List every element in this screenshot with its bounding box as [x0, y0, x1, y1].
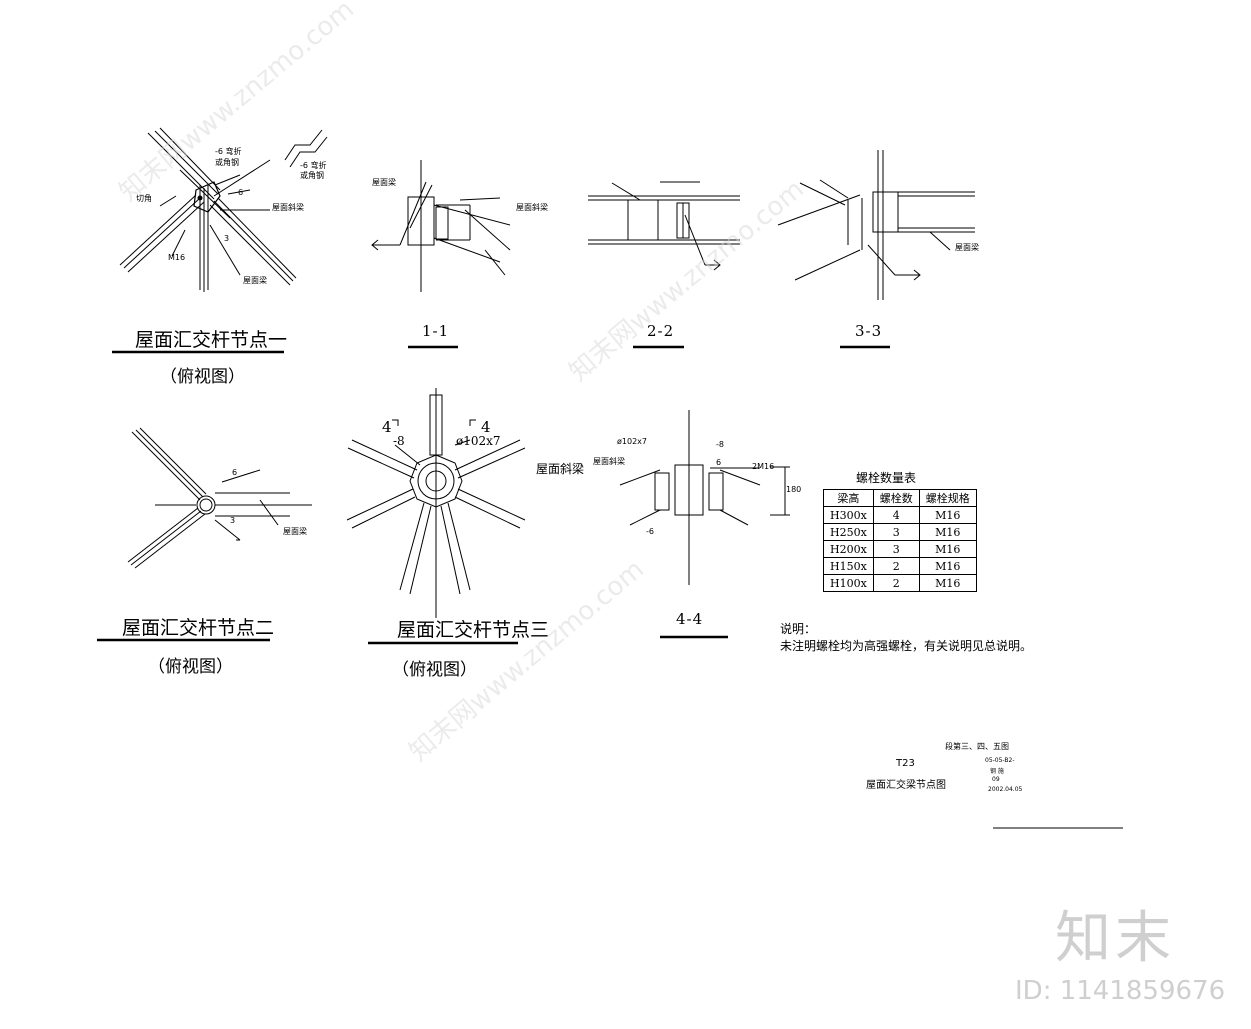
node1-three-label: 3 — [224, 234, 230, 243]
node1-cut-label: 切角 — [136, 194, 152, 203]
section-3-3-title: 3-3 — [855, 322, 883, 340]
section-1-1 — [371, 160, 511, 292]
bolt-table-title: 螺栓数量表 — [856, 471, 917, 485]
node2-three-label: 3 — [230, 516, 236, 525]
node2-six-label: 6 — [232, 468, 238, 477]
table-cell: M16 — [918, 506, 977, 524]
table-cell: M16 — [918, 523, 977, 541]
s44-pipe-label: ø102x7 — [617, 437, 647, 446]
table-cell: 2 — [872, 557, 920, 575]
node1-subtitle: （俯视图） — [160, 367, 245, 387]
title-underlines — [97, 345, 890, 645]
s11-slope-beam-label: 屋面斜梁 — [516, 203, 548, 212]
title-block-small3: 09 — [992, 776, 1000, 783]
s44-six-label: 6 — [716, 458, 722, 467]
table-cell: 4 — [872, 506, 920, 524]
section-3-3 — [777, 150, 975, 300]
node3-slope-beam-label: 屋面斜梁 — [536, 462, 585, 476]
node1-title: 屋面汇交杆节点一 — [135, 329, 288, 351]
table-cell: H200x — [823, 540, 874, 558]
node3-plan-view — [346, 388, 526, 618]
table-cell: 2 — [872, 574, 920, 592]
s44-plate-bottom-label: -6 — [646, 527, 654, 536]
s44-slope-beam-label: 屋面斜梁 — [593, 457, 625, 466]
s33-beam-label: 屋面梁 — [955, 243, 979, 252]
watermark-logo: 知末 — [1055, 906, 1175, 971]
bolt-table-header: 螺栓规格 — [918, 489, 977, 507]
section-4-4-title: 4-4 — [676, 610, 704, 628]
node3-title: 屋面汇交杆节点三 — [397, 619, 550, 641]
node3-plate-label: -8 — [393, 434, 405, 448]
node1-six-label: 6 — [238, 188, 244, 197]
table-cell: 3 — [872, 540, 920, 558]
node1-m16-label: M16 — [168, 253, 186, 262]
node1-plan-view — [119, 127, 328, 292]
title-block-ref: 段第三、四、五图 — [945, 742, 1009, 751]
title-block-date: 2002.04.05 — [988, 786, 1023, 793]
notes-heading: 说明： — [780, 622, 817, 636]
section-2-2 — [588, 181, 740, 271]
notes-text: 未注明螺栓均为高强螺栓，有关说明见总说明。 — [780, 639, 1033, 653]
node2-subtitle: （俯视图） — [148, 657, 233, 677]
title-block-name: 屋面汇交梁节点图 — [866, 780, 946, 791]
node1-slope-beam-label: 屋面斜梁 — [272, 203, 304, 212]
node1-inset-angle: 或角钢 — [300, 171, 324, 180]
table-cell: M16 — [918, 557, 977, 575]
section-1-1-title: 1-1 — [422, 322, 450, 340]
bolt-table-header: 螺栓数 — [872, 489, 920, 507]
node1-angle-label: 或角钢 — [215, 158, 239, 167]
s44-plate-top-label: -8 — [716, 440, 724, 449]
node2-beam-label: 屋面梁 — [283, 527, 307, 536]
node3-cut-right: 4 — [481, 418, 492, 436]
title-block-small1: 05-05-B2- — [985, 757, 1015, 764]
node2-title: 屋面汇交杆节点二 — [122, 617, 275, 639]
table-cell: 3 — [872, 523, 920, 541]
title-block-code: T23 — [896, 758, 915, 769]
s11-beam-label: 屋面梁 — [372, 178, 396, 187]
node1-inset-bend: -6 弯折 — [300, 161, 327, 170]
table-cell: H150x — [823, 557, 874, 575]
section-2-2-title: 2-2 — [647, 322, 675, 340]
watermark-id: ID: 1141859676 — [1015, 976, 1226, 1006]
table-cell: H100x — [823, 574, 874, 592]
s44-bolt-label: 2M16 — [752, 462, 775, 471]
s44-dim-label: 180 — [786, 485, 802, 494]
node3-subtitle: （俯视图） — [392, 660, 477, 680]
node2-plan-view — [127, 427, 312, 569]
table-cell: M16 — [918, 574, 977, 592]
node1-bend-label: -6 弯折 — [215, 147, 242, 156]
title-block-small2: 钢 施 — [990, 768, 1004, 775]
section-4-4 — [619, 410, 790, 585]
table-cell: H250x — [823, 523, 874, 541]
node3-cut-left: 4 — [382, 418, 393, 436]
bolt-table-header: 梁高 — [823, 489, 874, 507]
table-cell: H300x — [823, 506, 874, 524]
node1-beam-label: 屋面梁 — [243, 276, 267, 285]
table-cell: M16 — [918, 540, 977, 558]
node3-pipe-label: ø102x7 — [456, 434, 501, 448]
